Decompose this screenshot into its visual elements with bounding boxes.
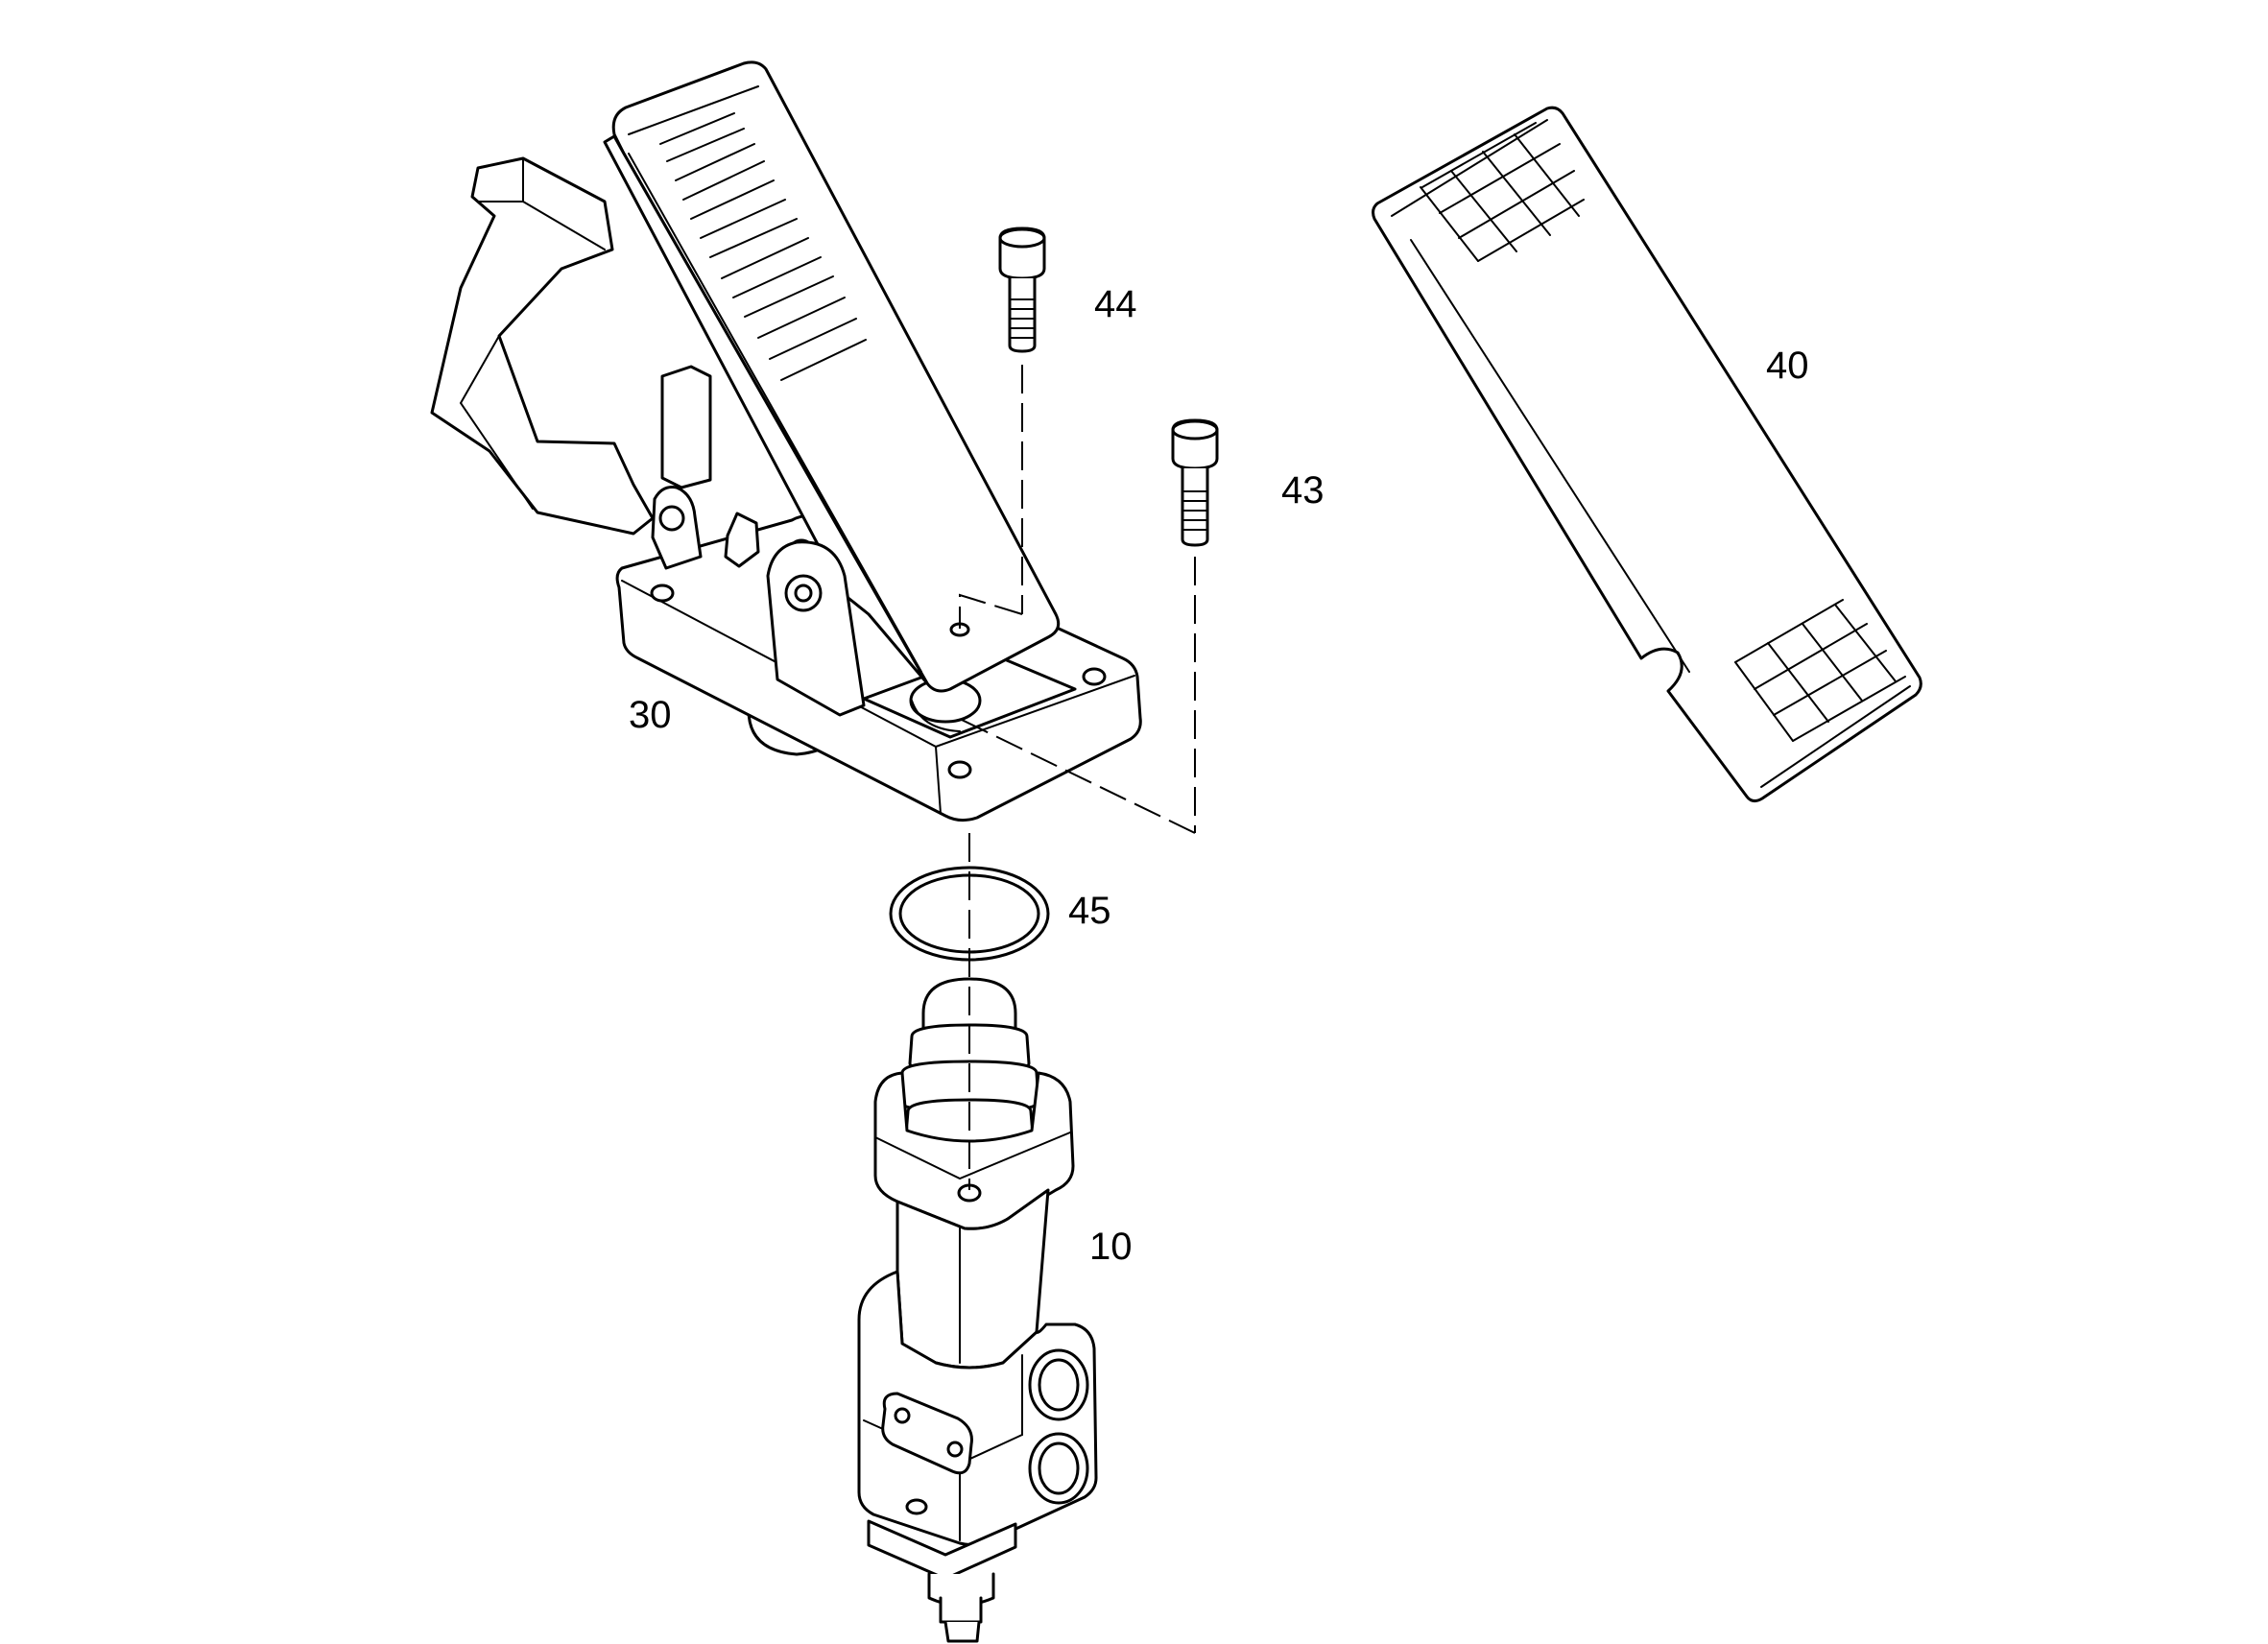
callout-43: 43	[1281, 469, 1325, 512]
knurl-pattern-bottom	[1734, 599, 1906, 742]
pedal-pad-part-40	[1372, 106, 1922, 803]
callout-30: 30	[629, 694, 672, 736]
pedal-assembly-part-30	[430, 60, 1142, 822]
callout-40: 40	[1766, 345, 1809, 387]
screw-part-43	[1171, 418, 1219, 547]
pedal-ribs	[659, 112, 867, 381]
callout-45: 45	[1068, 890, 1111, 932]
callout-10: 10	[1089, 1226, 1133, 1268]
screw-part-44	[998, 226, 1046, 353]
brake-valve-part-10	[857, 977, 1098, 1643]
assembly-lines	[959, 365, 1196, 1190]
knurl-pattern-top	[1420, 122, 1585, 262]
callout-44: 44	[1094, 283, 1137, 325]
